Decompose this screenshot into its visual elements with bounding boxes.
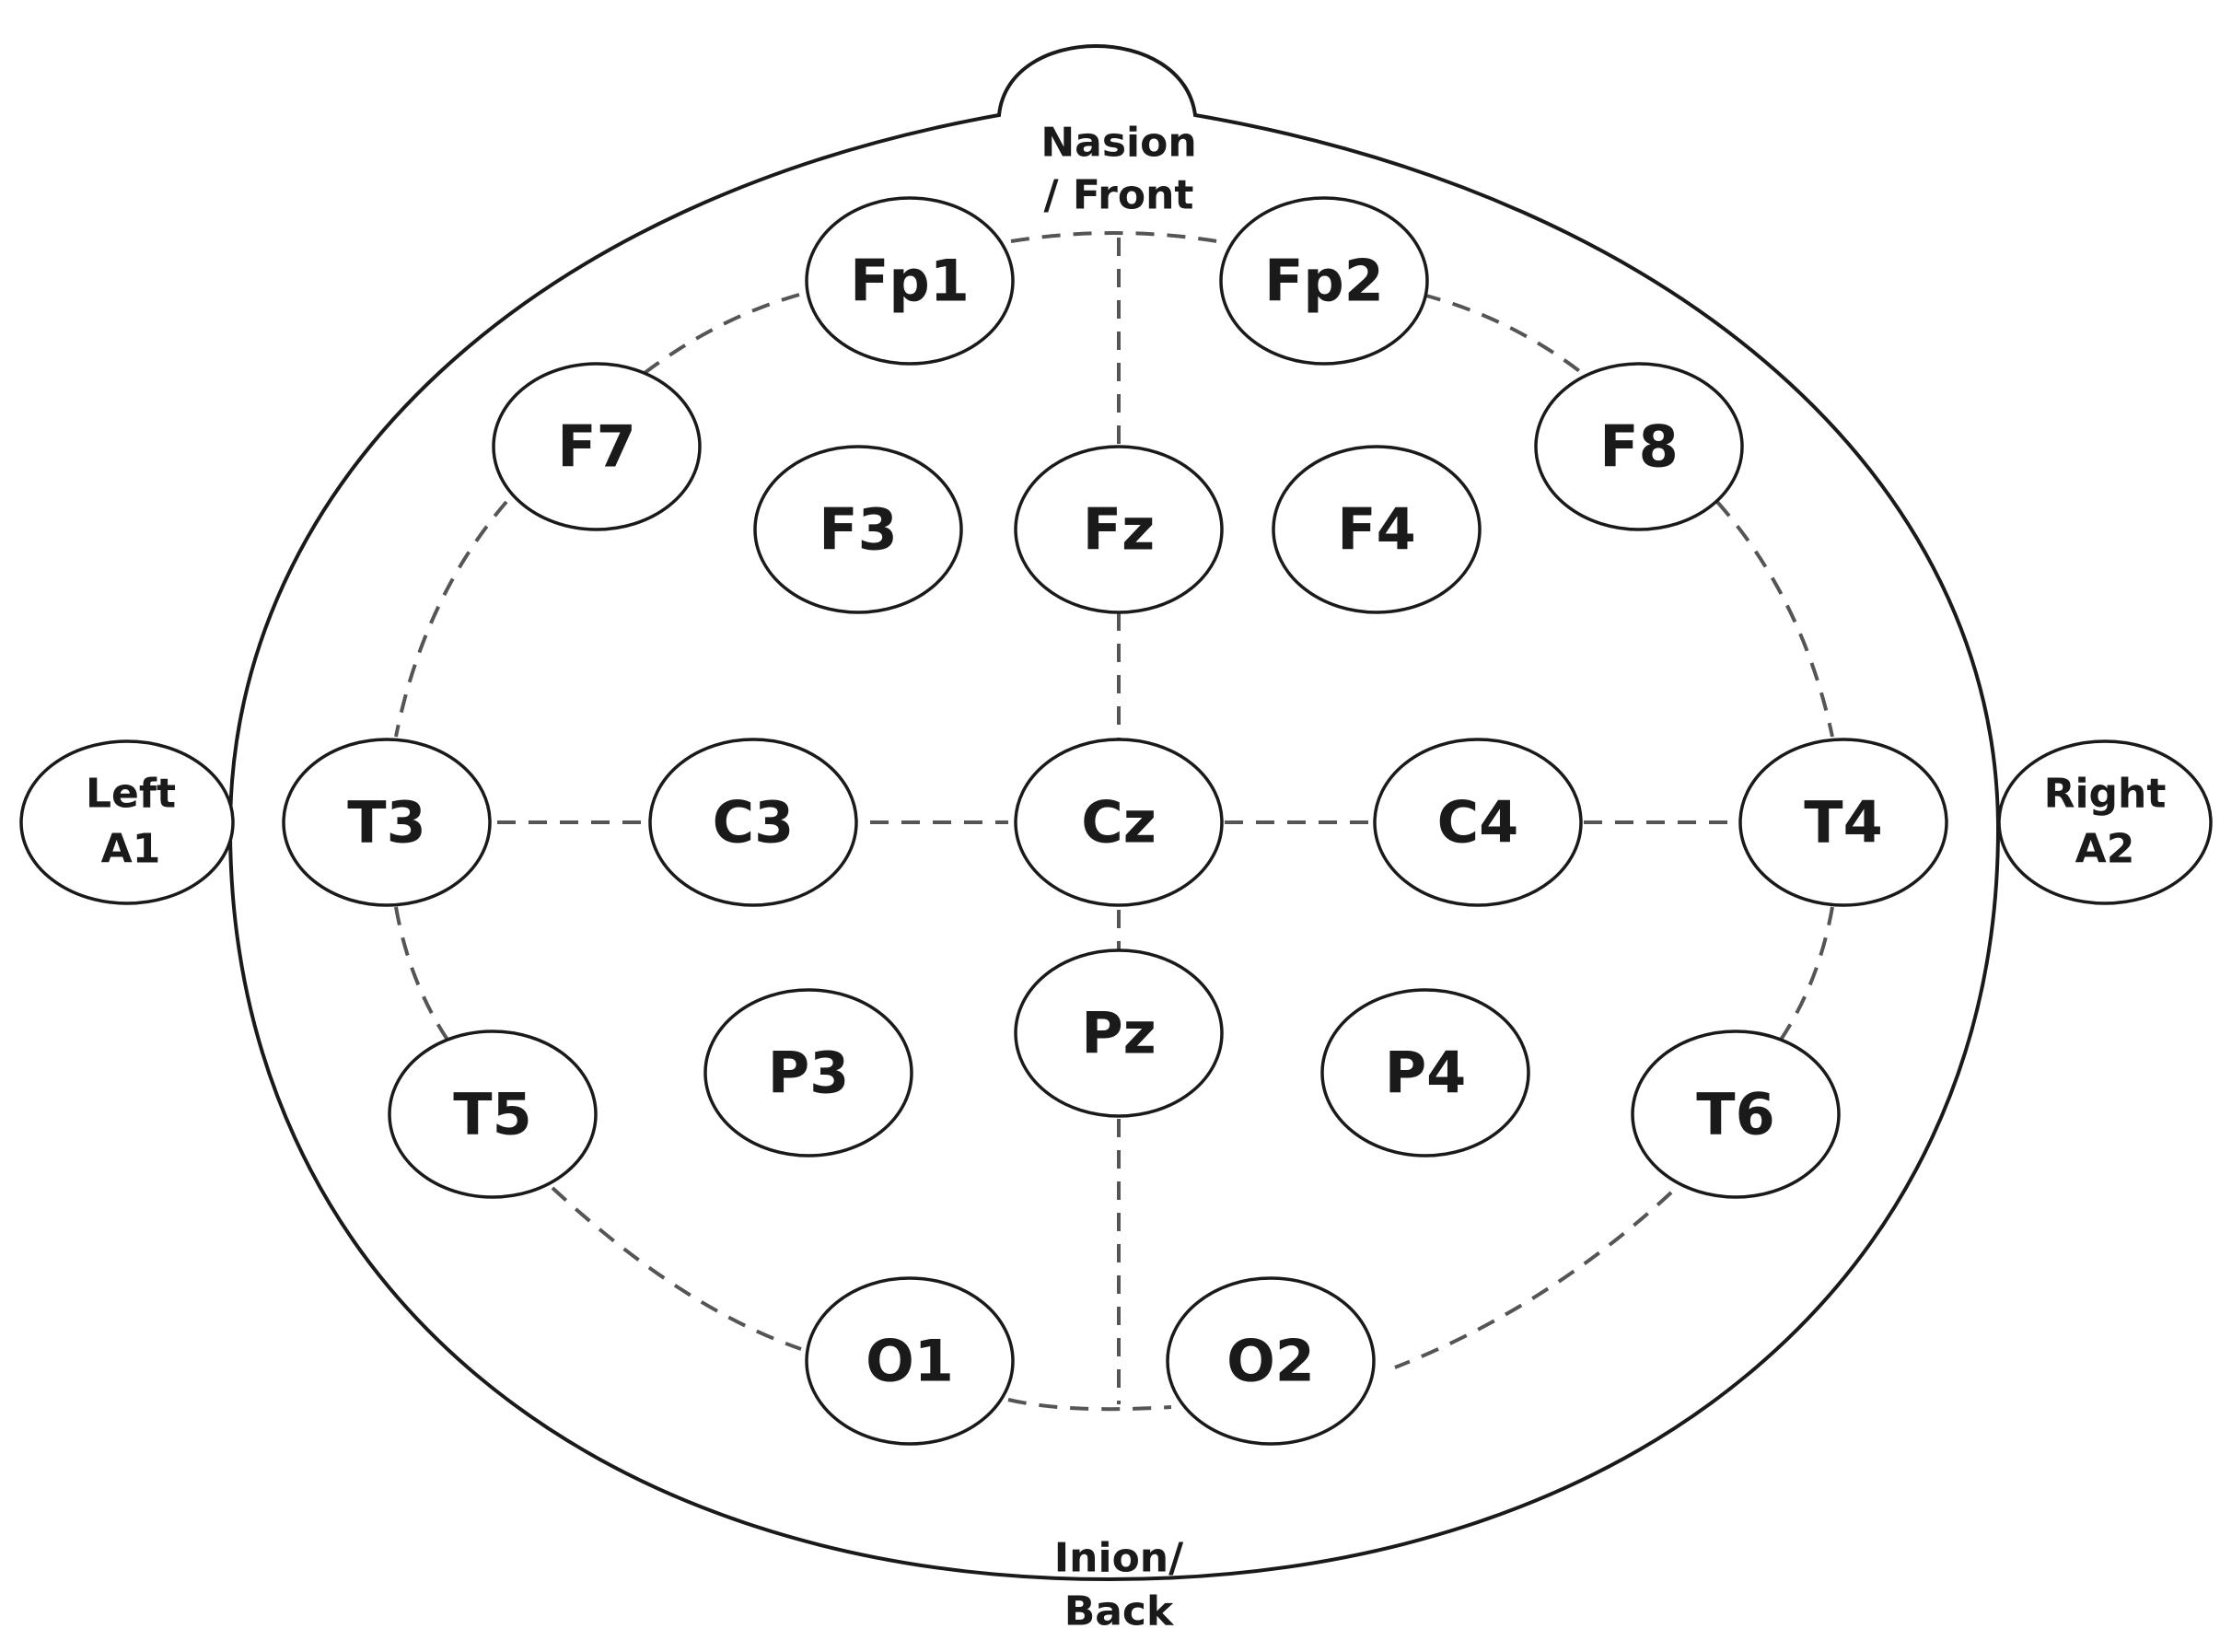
electrode-label-o1: O1 <box>866 1328 954 1395</box>
electrode-p4: P4 <box>1320 988 1530 1158</box>
electrode-label-t4: T4 <box>1804 789 1882 856</box>
electrode-label-p3: P3 <box>768 1040 850 1107</box>
electrode-label-p4: P4 <box>1385 1040 1467 1107</box>
connection-lines <box>394 231 1834 1412</box>
electrode-label-pz: Pz <box>1081 1000 1156 1067</box>
left-ear-label-line1: Left <box>86 771 176 818</box>
right-ear-a2: Right A2 <box>1997 739 2213 905</box>
t3-t5-line <box>394 906 453 1047</box>
fp2-f8-line <box>1422 293 1584 375</box>
nasion-label-line2: / Front <box>1044 172 1194 219</box>
f7-t3-line <box>394 500 508 738</box>
electrode-f3: F3 <box>753 445 963 614</box>
electrode-o2: O2 <box>1166 1276 1376 1446</box>
electrode-t6: T6 <box>1631 1030 1841 1199</box>
nasion-label-line1: Nasion <box>1040 120 1196 167</box>
left-ear-a1: Left A1 <box>19 739 235 905</box>
electrode-t3: T3 <box>282 738 492 907</box>
electrode-f4: F4 <box>1272 445 1482 614</box>
right-ear-label-line1: Right <box>2044 771 2167 818</box>
electrode-label-c3: C3 <box>713 789 795 856</box>
electrode-fp1: Fp1 <box>805 196 1015 366</box>
inion-label-line2: Back <box>1064 1588 1175 1635</box>
electrode-pz: Pz <box>1014 948 1224 1118</box>
t6-o2-line <box>1394 1191 1673 1369</box>
electrode-t5: T5 <box>388 1030 598 1199</box>
f8-t4-line <box>1715 500 1834 738</box>
electrode-c3: C3 <box>648 738 858 907</box>
electrode-f7: F7 <box>492 362 702 531</box>
electrode-label-t5: T5 <box>453 1081 531 1148</box>
electrode-label-f4: F4 <box>1337 496 1416 564</box>
electrode-label-fp1: Fp1 <box>850 248 970 315</box>
electrode-label-cz: Cz <box>1081 789 1156 856</box>
left-ear-label-line2: A1 <box>101 826 161 873</box>
electrode-label-c4: C4 <box>1437 789 1519 856</box>
electrode-cz: Cz <box>1014 738 1224 907</box>
electrode-label-f8: F8 <box>1599 413 1679 481</box>
electrode-o1: O1 <box>805 1276 1015 1446</box>
right-ear-label-line2: A2 <box>2075 826 2135 873</box>
electrode-fz: Fz <box>1014 445 1224 614</box>
inion-label-line1: Inion/ <box>1054 1535 1184 1582</box>
t5-o1-line <box>551 1186 802 1351</box>
electrode-label-t3: T3 <box>347 789 425 856</box>
ring-top-line <box>1010 231 1218 243</box>
electrode-label-f3: F3 <box>819 496 898 564</box>
electrode-label-t6: T6 <box>1696 1081 1774 1148</box>
electrode-label-fz: Fz <box>1083 496 1155 564</box>
electrode-c4: C4 <box>1373 738 1583 907</box>
electrode-f8: F8 <box>1534 362 1744 531</box>
electrode-t4: T4 <box>1738 738 1948 907</box>
electrode-label-f7: F7 <box>557 413 636 481</box>
electrode-p3: P3 <box>703 988 913 1158</box>
t4-t6-line <box>1775 906 1834 1047</box>
ring-bottom-line <box>1007 1398 1172 1412</box>
electrode-label-fp2: Fp2 <box>1264 248 1384 315</box>
electrode-fp2: Fp2 <box>1219 196 1429 366</box>
electrode-label-o2: O2 <box>1226 1328 1315 1395</box>
